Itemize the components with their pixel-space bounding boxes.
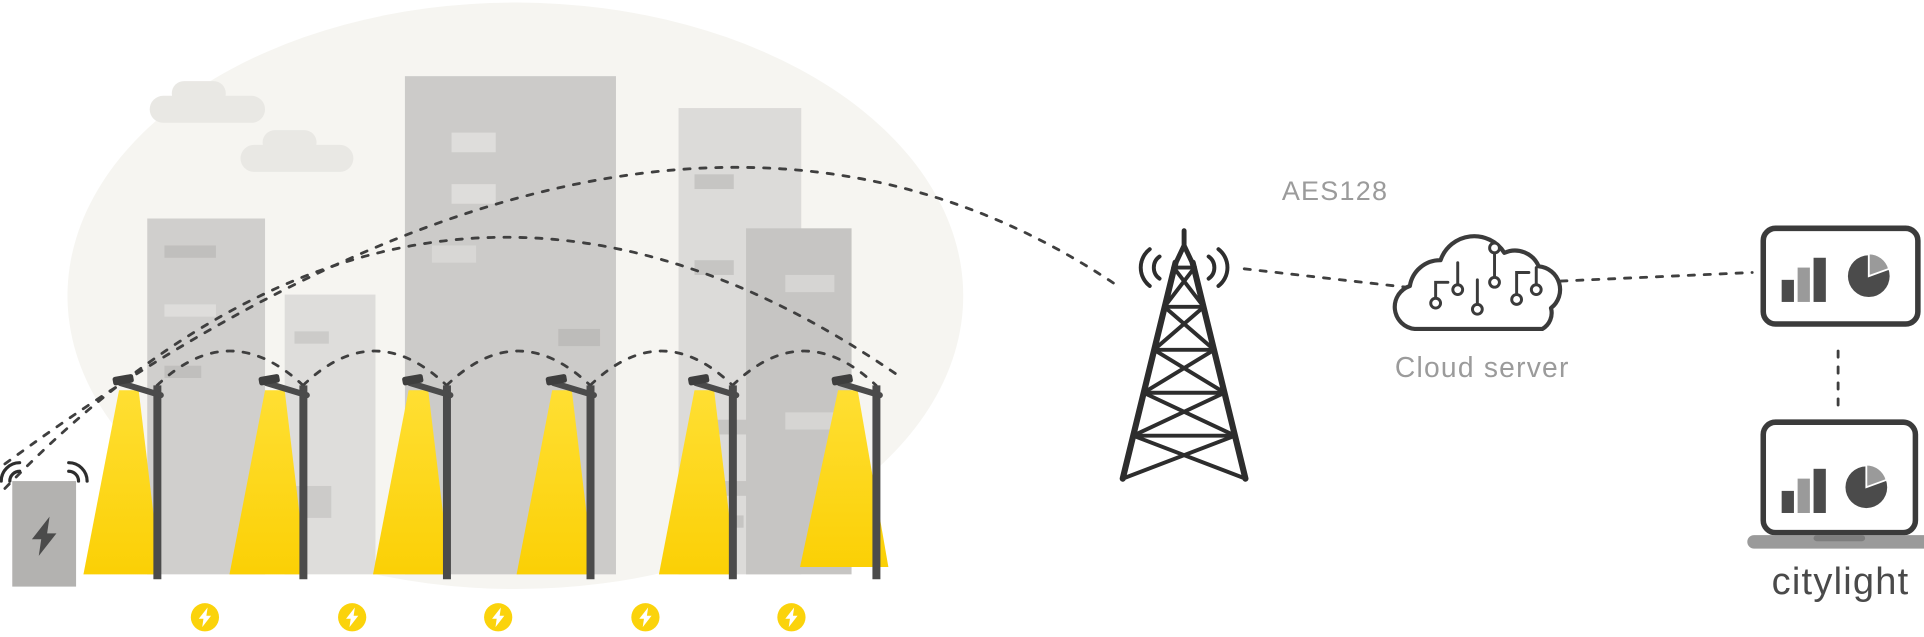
wifi-signal-icon bbox=[0, 461, 89, 483]
lamp-pole bbox=[872, 385, 881, 580]
streetlight-icon bbox=[658, 374, 740, 580]
bar-chart-icon bbox=[1781, 257, 1826, 302]
radio-tower-icon bbox=[1119, 228, 1249, 482]
lamp-head bbox=[112, 374, 134, 386]
cloud-circuit-icon bbox=[1392, 234, 1563, 332]
lightning-badge-icon bbox=[190, 603, 220, 632]
lightning-badge-row bbox=[190, 603, 806, 632]
brand-wordmark: citylight bbox=[1772, 561, 1910, 603]
lamp-pole bbox=[442, 385, 451, 580]
streetlight-icon bbox=[516, 374, 597, 580]
streetlight-icon bbox=[229, 374, 310, 580]
laptop-notch bbox=[1813, 535, 1866, 542]
cloud-server-label: Cloud server bbox=[1395, 351, 1570, 383]
mesh-arc bbox=[301, 349, 449, 387]
dashboard-monitor-icon bbox=[1760, 225, 1921, 327]
mesh-arc bbox=[155, 349, 305, 387]
light-cone bbox=[83, 390, 161, 575]
link-tower-cloud bbox=[1242, 267, 1408, 289]
lightning-badge-icon bbox=[631, 603, 660, 632]
lamp-arm bbox=[836, 379, 883, 399]
streetlight-icon bbox=[800, 374, 889, 580]
lightning-bolt-icon bbox=[31, 516, 57, 556]
lightning-bolt-icon bbox=[639, 607, 652, 628]
pie-chart-icon bbox=[1847, 252, 1891, 298]
link-cloud-monitor bbox=[1559, 271, 1754, 283]
uplink-arc bbox=[3, 235, 904, 490]
lamp-head bbox=[831, 374, 853, 386]
lightning-badge-icon bbox=[484, 603, 513, 632]
lamp-arm bbox=[263, 379, 310, 399]
laptop-screen bbox=[1760, 419, 1919, 536]
lamp-pole bbox=[153, 385, 162, 580]
bar-chart-icon bbox=[1781, 468, 1826, 513]
lamp-arm bbox=[550, 379, 597, 399]
tower-mast bbox=[1171, 228, 1197, 271]
lamp-head bbox=[545, 374, 567, 386]
sky-cloud-icon bbox=[149, 81, 266, 123]
streetlight-icon bbox=[83, 374, 164, 580]
lamp-arm bbox=[406, 379, 454, 399]
lamp-head bbox=[688, 374, 710, 386]
mesh-arc bbox=[445, 349, 592, 387]
tower-legs bbox=[1119, 259, 1249, 482]
light-cone bbox=[229, 390, 307, 575]
light-cone bbox=[373, 390, 451, 575]
gateway-box-icon bbox=[0, 461, 89, 587]
lamp-pole bbox=[299, 385, 308, 580]
light-cone bbox=[800, 390, 889, 567]
light-cone bbox=[658, 390, 737, 575]
mesh-arc bbox=[731, 349, 878, 387]
lightning-badge-icon bbox=[338, 603, 367, 632]
lamp-arm bbox=[692, 379, 740, 399]
mesh-links bbox=[3, 165, 1116, 490]
lamp-head bbox=[402, 374, 424, 386]
circuit-traces bbox=[1429, 241, 1543, 316]
lamp-pole bbox=[586, 385, 595, 580]
lamp-arm bbox=[117, 379, 164, 399]
pie-chart-icon bbox=[1845, 463, 1888, 509]
light-cone bbox=[516, 390, 594, 575]
lightning-bolt-icon bbox=[346, 607, 359, 628]
lightning-bolt-icon bbox=[198, 607, 212, 628]
lightning-bolt-icon bbox=[785, 607, 798, 628]
lamp-pole bbox=[728, 385, 737, 580]
lamp-head bbox=[258, 374, 280, 386]
laptop-base bbox=[1747, 535, 1924, 549]
mesh-arc bbox=[588, 349, 734, 387]
lightning-badge-icon bbox=[777, 603, 806, 632]
encryption-label: AES128 bbox=[1282, 176, 1388, 206]
dashboard-laptop-icon bbox=[1747, 419, 1924, 549]
monitor-frame bbox=[1760, 225, 1921, 327]
radio-waves-icon bbox=[1138, 247, 1230, 288]
streetlight-icon bbox=[373, 374, 454, 580]
lightning-bolt-icon bbox=[492, 607, 505, 628]
uplink-arc bbox=[3, 165, 1116, 466]
sky-cloud-icon bbox=[240, 130, 354, 172]
